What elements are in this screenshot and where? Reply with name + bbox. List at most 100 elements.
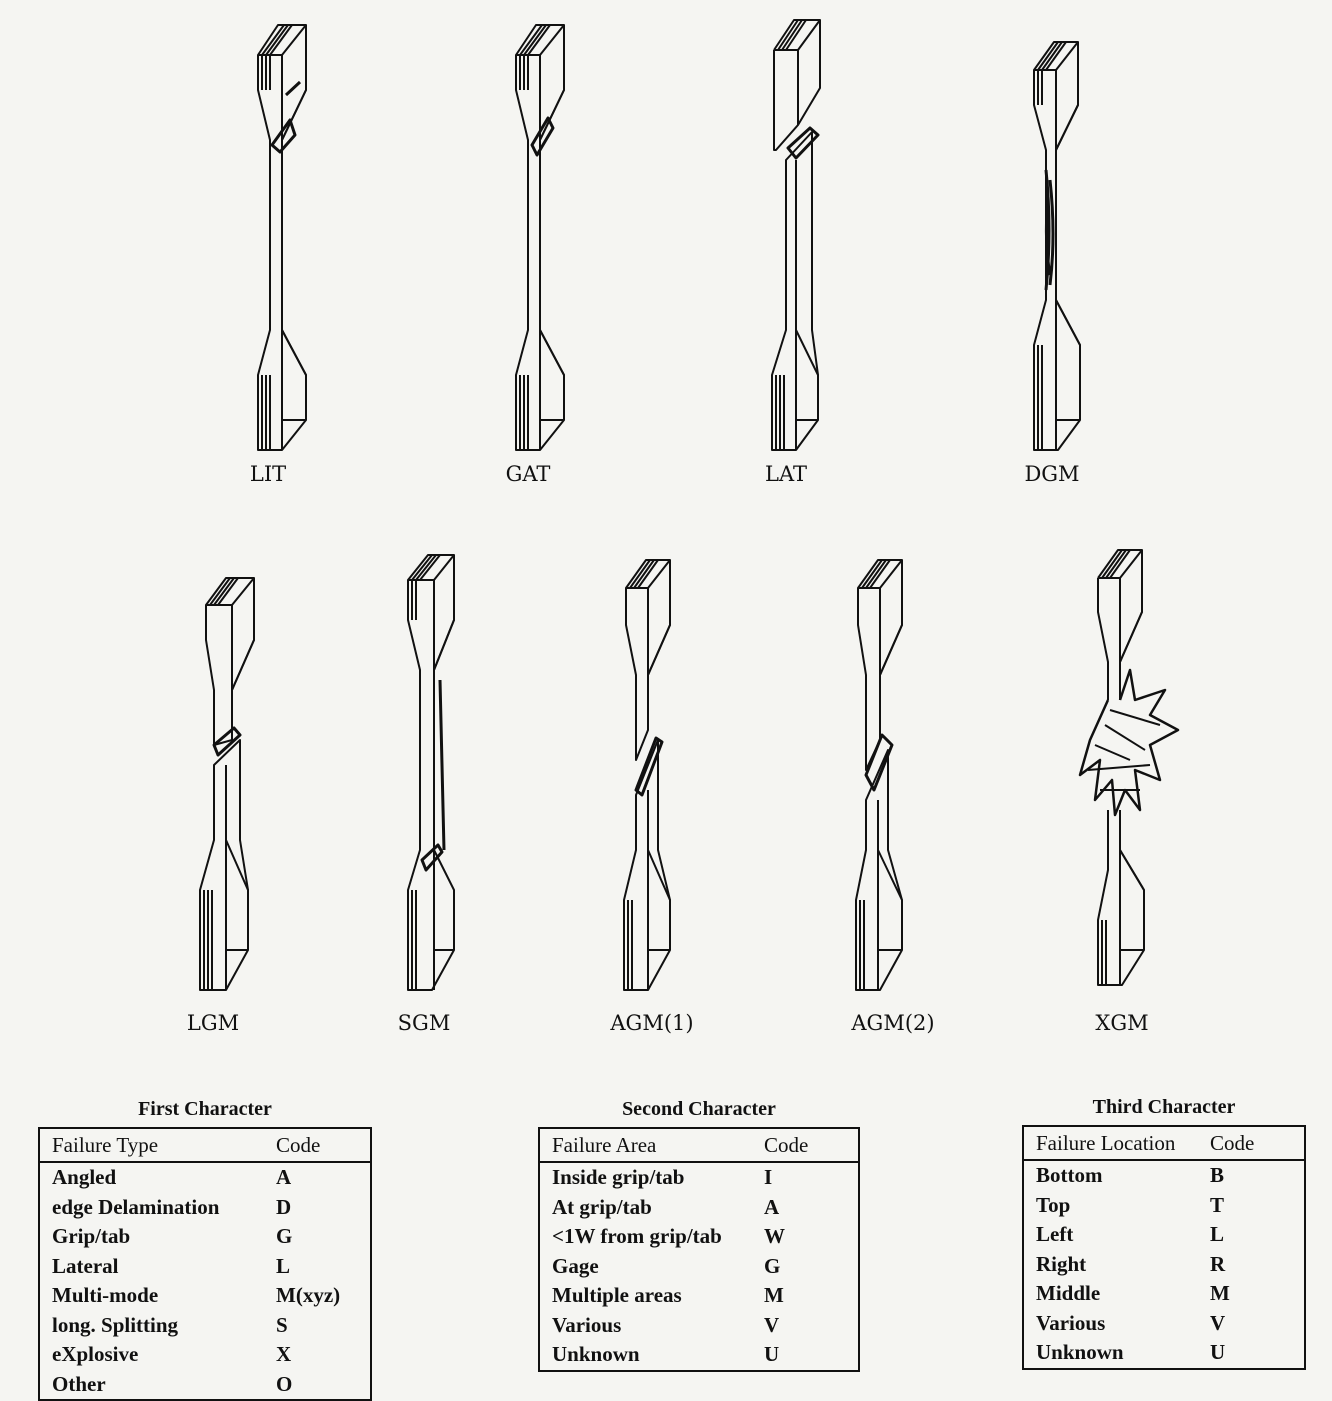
row-label: edge Delamination [39,1193,264,1223]
specimen-agm2 [856,560,902,990]
specimen-dgm [1034,42,1080,450]
specimen-lgm [200,578,254,990]
first-character-table: First Character Failure Type Code Angled… [38,1098,372,1401]
table-title: Second Character [538,1098,860,1121]
row-code: D [264,1193,371,1223]
row-code: O [264,1370,371,1401]
row-code: A [752,1193,859,1223]
specimen-label-gat: GAT [506,462,551,486]
specimen-label-xgm: XGM [1095,1011,1148,1035]
row-code: R [1198,1250,1305,1280]
column-header: Failure Area [539,1128,752,1162]
specimen-label-lat: LAT [765,462,807,486]
failure-mode-diagram: LIT GAT LAT DGM LGM SGM AGM(1) AGM(2) XG… [0,0,1332,1075]
column-header: Code [264,1128,371,1162]
specimen-lit [258,25,306,450]
column-header: Code [1198,1126,1305,1160]
specimen-gat [516,25,564,450]
row-code: I [752,1162,859,1193]
specimen-agm1 [624,560,670,990]
table-title: Third Character [1022,1096,1306,1119]
specimen-label-lgm: LGM [187,1011,239,1035]
row-code: L [264,1252,371,1282]
row-code: S [264,1311,371,1341]
specimen-lat [772,20,820,450]
row-label: Angled [39,1162,264,1193]
row-code: T [1198,1191,1305,1221]
row-label: Bottom [1023,1160,1198,1191]
row-label: Various [539,1311,752,1341]
row-label: Other [39,1370,264,1401]
row-code: V [1198,1309,1305,1339]
table-title: First Character [38,1098,372,1121]
row-code: M [752,1281,859,1311]
row-code: B [1198,1160,1305,1191]
row-code: V [752,1311,859,1341]
row-code: G [264,1222,371,1252]
row-label: Left [1023,1220,1198,1250]
row-label: Unknown [1023,1338,1198,1369]
specimen-label-dgm: DGM [1024,462,1079,486]
row-label: Right [1023,1250,1198,1280]
row-label: Top [1023,1191,1198,1221]
row-label: Multi-mode [39,1281,264,1311]
row-label: Unknown [539,1340,752,1371]
row-code: A [264,1162,371,1193]
row-code: M(xyz) [264,1281,371,1311]
row-code: M [1198,1279,1305,1309]
third-character-table: Third Character Failure Location Code Bo… [1022,1096,1306,1370]
row-label: Gage [539,1252,752,1282]
second-character-table: Second Character Failure Area Code Insid… [538,1098,860,1372]
row-label: <1W from grip/tab [539,1222,752,1252]
row-code: U [1198,1338,1305,1369]
row-code: U [752,1340,859,1371]
row-code: X [264,1340,371,1370]
column-header: Failure Location [1023,1126,1198,1160]
specimen-label-lit: LIT [250,462,286,486]
row-label: Multiple areas [539,1281,752,1311]
column-header: Failure Type [39,1128,264,1162]
row-label: Various [1023,1309,1198,1339]
specimen-label-agm1: AGM(1) [609,1011,693,1035]
row-label: Lateral [39,1252,264,1282]
specimen-sgm [408,555,454,990]
specimen-label-sgm: SGM [398,1011,451,1035]
row-label: long. Splitting [39,1311,264,1341]
row-code: G [752,1252,859,1282]
specimen-label-agm2: AGM(2) [850,1011,934,1035]
row-code: W [752,1222,859,1252]
row-label: Grip/tab [39,1222,264,1252]
row-label: At grip/tab [539,1193,752,1223]
row-label: Middle [1023,1279,1198,1309]
row-label: Inside grip/tab [539,1162,752,1193]
column-header: Code [752,1128,859,1162]
row-label: eXplosive [39,1340,264,1370]
row-code: L [1198,1220,1305,1250]
specimen-xgm [1080,550,1178,985]
